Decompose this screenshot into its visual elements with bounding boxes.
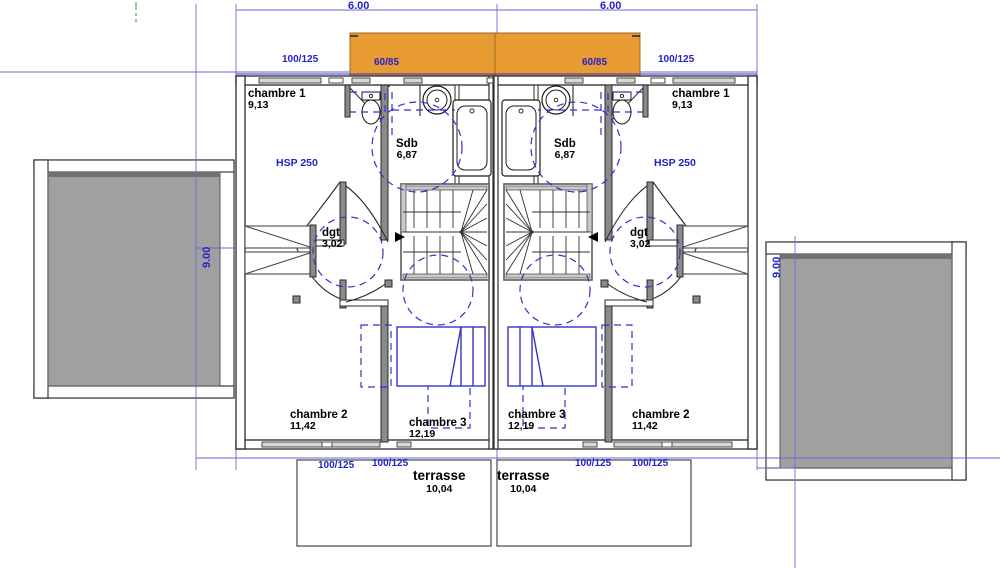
room-area: 6,87	[396, 149, 418, 162]
bed-furniture	[396, 326, 597, 387]
room-label-right-sdb: Sdb 6,87	[554, 138, 576, 162]
terrace-name: terrasse	[497, 468, 550, 483]
room-label-right-chambre-3: chambre 3 12,19	[508, 409, 566, 433]
room-area: 9,13	[672, 99, 693, 112]
toilet-fixture-left	[361, 91, 381, 125]
room-name: chambre 3	[508, 409, 566, 421]
staircase-right	[503, 183, 593, 281]
terrace-area: 10,04	[426, 482, 453, 495]
furniture-dashed-left	[350, 91, 471, 429]
room-area: 12,19	[508, 420, 535, 433]
opening-label-top-left: 100/125	[282, 54, 319, 65]
right-terrain-block	[765, 241, 967, 481]
room-area: 3,02	[630, 238, 651, 251]
room-label-left-chambre-2: chambre 2 11,42	[290, 409, 348, 433]
room-name: Sdb	[396, 138, 418, 150]
room-name: dgt	[322, 227, 340, 239]
terrace-name: terrasse	[413, 468, 466, 483]
room-area: 3,02	[322, 238, 343, 251]
dimension-top-left: 6.00	[348, 0, 370, 12]
toilet-fixture-right	[612, 91, 632, 125]
opening-label-bottom-1: 100/125	[318, 460, 355, 471]
terrace-outlines	[296, 459, 692, 547]
room-label-right-chambre-2: chambre 2 11,42	[632, 409, 690, 433]
roof-opening-label-left: 60/85	[374, 57, 400, 68]
room-label-left-chambre-1: chambre 1 9,13	[248, 88, 306, 112]
staircase-left	[400, 183, 490, 281]
room-name: dgt	[630, 227, 648, 239]
room-label-left-chambre-3: chambre 3 12,19	[409, 417, 467, 441]
top-wall-openings	[258, 77, 736, 84]
dimension-right-vertical: 9.00	[771, 256, 783, 278]
room-area: 11,42	[632, 420, 658, 433]
opening-label-top-right: 100/125	[658, 54, 695, 65]
room-label-right-dgt: dgt 3,02	[630, 227, 650, 251]
terrace-area: 10,04	[510, 482, 537, 495]
room-label-left-dgt: dgt 3,02	[322, 227, 342, 251]
room-area: 11,42	[290, 420, 316, 433]
opening-label-bottom-3: 100/125	[575, 458, 612, 469]
furniture-dashed-right	[522, 91, 643, 429]
terrace-label-left: terrasse 10,04	[413, 468, 466, 495]
ceiling-height-left: HSP 250	[276, 157, 318, 169]
opening-label-bottom-4: 100/125	[632, 458, 669, 469]
roof-window-block	[349, 32, 641, 78]
room-name: chambre 1	[672, 88, 730, 100]
terrace-label-right: terrasse 10,04	[497, 468, 550, 495]
room-label-left-sdb: Sdb 6,87	[396, 138, 418, 162]
room-area: 6,87	[554, 149, 576, 162]
opening-label-bottom-2: 100/125	[372, 458, 409, 469]
left-terrain-block	[33, 159, 235, 399]
dimension-top-right: 6.00	[600, 0, 622, 12]
right-unit-interior	[501, 84, 749, 443]
dimension-left-vertical: 9.00	[201, 246, 213, 268]
room-name: chambre 2	[290, 409, 348, 421]
ceiling-height-right: HSP 250	[654, 157, 696, 169]
room-name: chambre 1	[248, 88, 306, 100]
room-area: 9,13	[248, 99, 269, 112]
room-name: chambre 2	[632, 409, 690, 421]
room-area: 12,19	[409, 428, 436, 441]
building-shell	[235, 75, 758, 450]
room-label-right-chambre-1: chambre 1 9,13	[672, 88, 730, 112]
room-name: chambre 3	[409, 417, 467, 429]
bottom-wall-openings	[261, 441, 733, 448]
roof-opening-label-right: 60/85	[582, 57, 608, 68]
room-name: Sdb	[554, 138, 576, 150]
left-unit-interior	[244, 84, 492, 443]
clearance-circles	[312, 101, 681, 326]
